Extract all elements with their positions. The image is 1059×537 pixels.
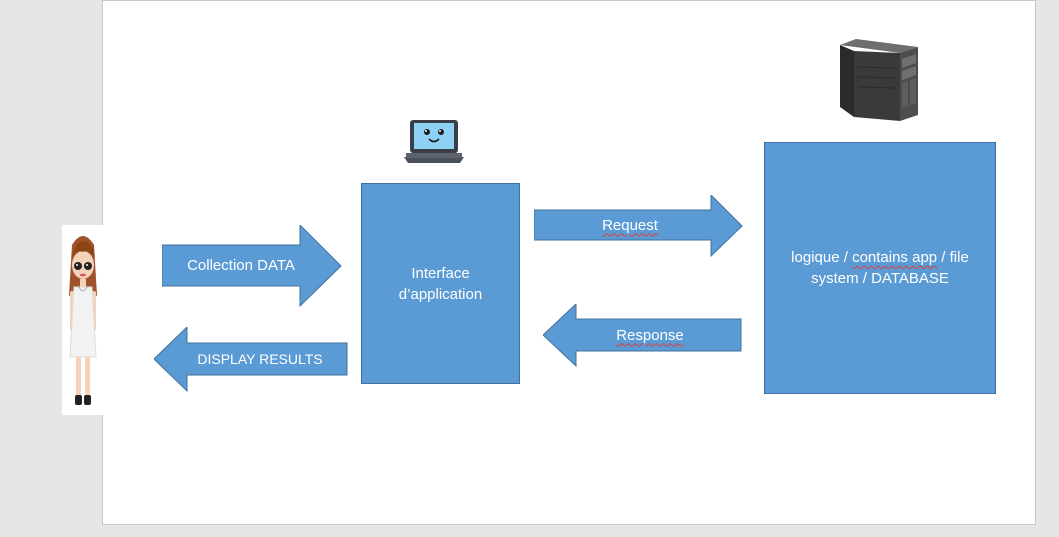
server-label-part-a: logique /: [791, 249, 853, 266]
display-results-arrow: [154, 327, 348, 392]
laptop-icon: [404, 119, 464, 165]
interface-label-line2: d’application: [398, 285, 483, 303]
interface-application-box: Interface d’application: [361, 183, 520, 384]
collection-data-arrow: [162, 225, 342, 307]
display-results-label: DISPLAY RESULTS: [197, 351, 323, 367]
server-label-line1: logique / contains app / file: [791, 247, 969, 268]
response-text: Response: [616, 326, 684, 344]
request-arrow: [534, 195, 743, 257]
interface-label-line1: Interface: [411, 264, 470, 282]
response-label: Response: [560, 320, 740, 350]
server-label-part-b: contains app: [852, 249, 938, 266]
server-label-part-c: / file: [937, 249, 969, 266]
collection-data-label: Collection DATA: [187, 257, 295, 274]
server-logic-box: logique / contains app / file system / D…: [764, 142, 996, 394]
server-tower-icon: [838, 37, 922, 123]
request-label: Request: [534, 210, 726, 240]
response-arrow: [543, 304, 742, 367]
request-text: Request: [602, 216, 658, 234]
woman-avatar-icon: [62, 225, 104, 415]
server-label-line2: system / DATABASE: [811, 270, 949, 287]
